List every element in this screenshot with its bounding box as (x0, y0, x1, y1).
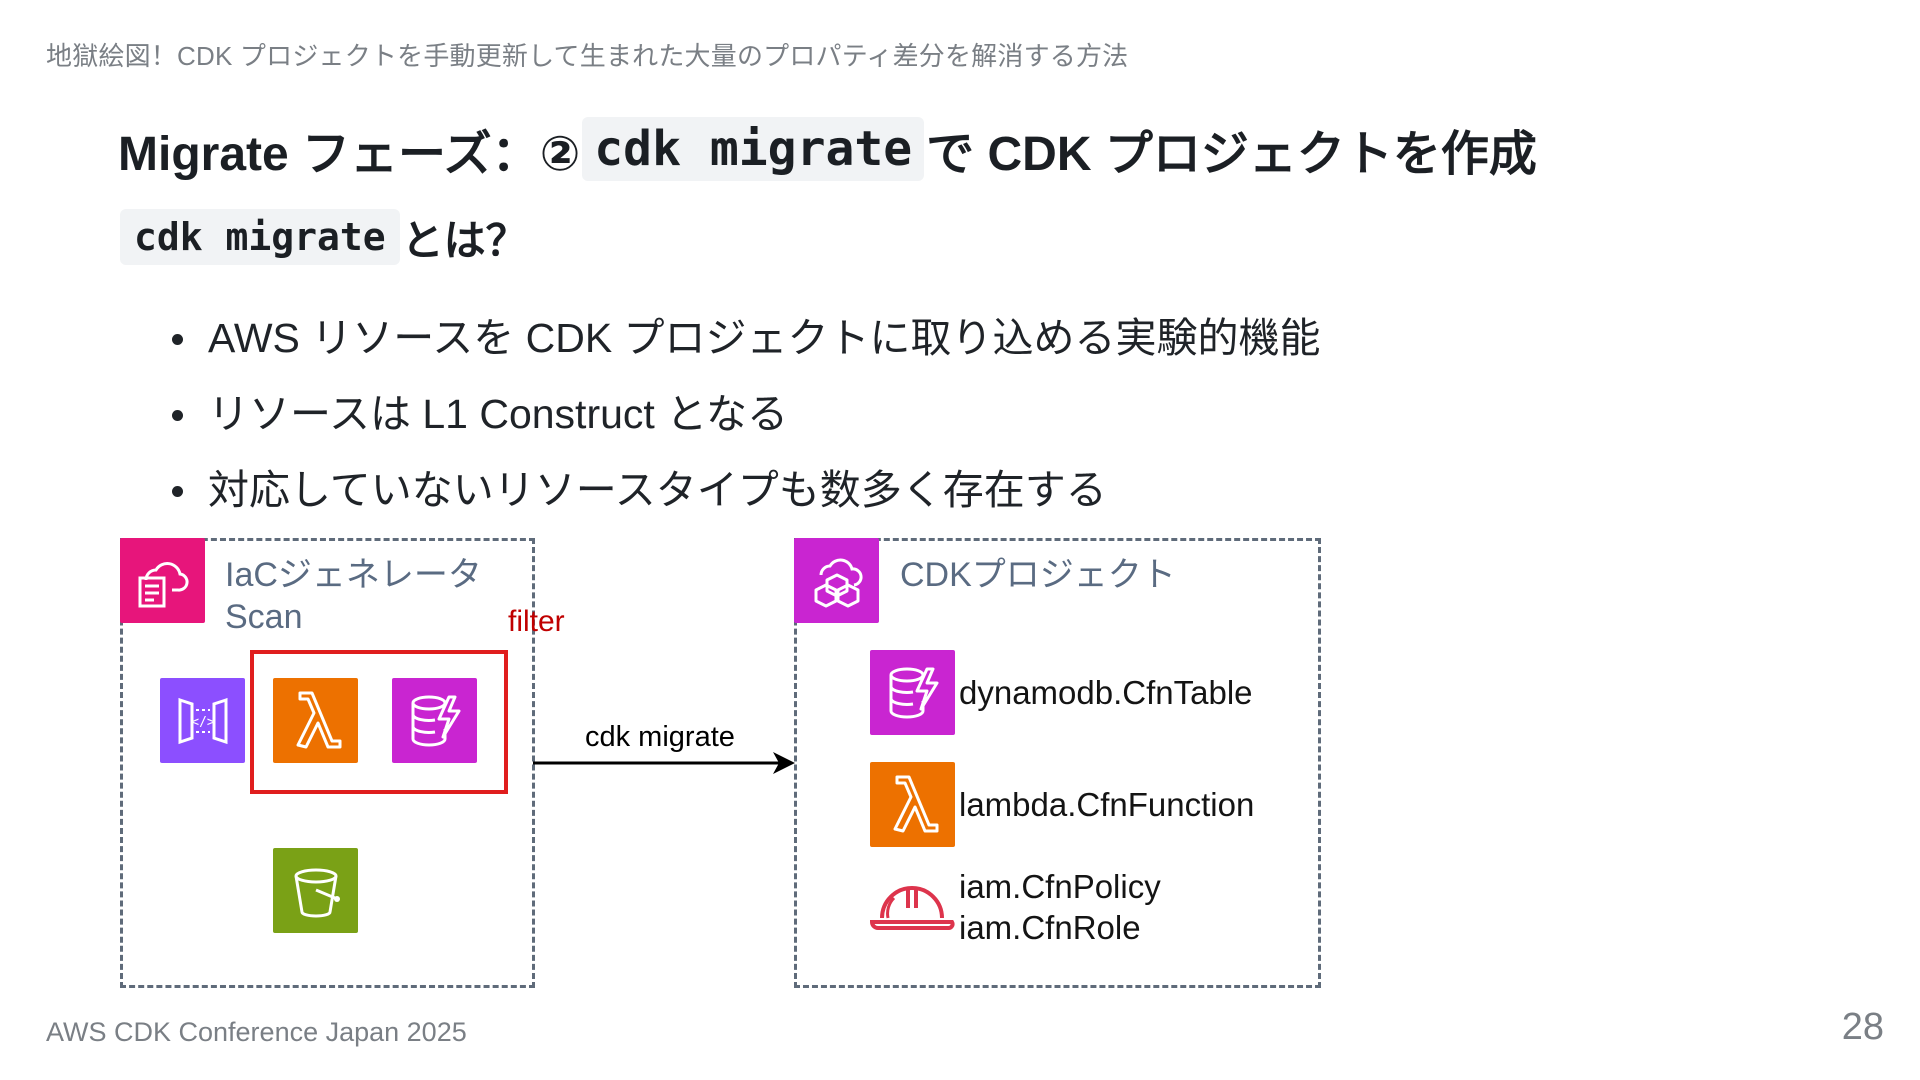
subtitle-code: cdk migrate (120, 209, 400, 265)
presentation-header: 地獄絵図！CDK プロジェクトを手動更新して生まれた大量のプロパティ差分を解消す… (46, 41, 1129, 71)
cdk-project-label: CDKプロジェクト (900, 556, 1176, 594)
slide-title: Migrate フェーズ：② cdk migrate で CDK プロジェクトを… (118, 112, 1537, 186)
iac-generator-label: IaCジェネレータ Scan (225, 556, 482, 636)
page-number: 28 (1841, 1006, 1884, 1048)
iam-policy-role-label: iam.CfnPolicy iam.CfnRole (959, 868, 1161, 946)
subtitle-suffix: とは？ (401, 216, 528, 264)
api-gateway-icon: </> (160, 678, 245, 763)
title-code: cdk migrate (582, 117, 925, 181)
cdk-project-box (794, 538, 1321, 988)
arrow-label: cdk migrate (585, 721, 735, 753)
bullet-item: AWS リソースを CDK プロジェクトに取り込める実験的機能 (168, 300, 1321, 376)
cfn-function-label: lambda.CfnFunction (959, 786, 1255, 823)
bullet-item: リソースは L1 Construct となる (168, 376, 1321, 452)
bullet-list: AWS リソースを CDK プロジェクトに取り込める実験的機能 リソースは L1… (168, 300, 1321, 528)
migrate-arrow (533, 752, 795, 774)
dynamodb-icon (870, 650, 955, 735)
cloudformation-icon (120, 538, 205, 623)
svg-text:</>: </> (191, 715, 215, 730)
dynamodb-icon (392, 678, 477, 763)
title-prefix: Migrate フェーズ：② (118, 128, 581, 181)
iam-helmet-icon (869, 886, 955, 930)
title-suffix: で CDK プロジェクトを作成 (926, 128, 1537, 181)
cfn-table-label: dynamodb.CfnTable (959, 674, 1253, 711)
filter-selection-box (250, 650, 508, 794)
cdk-construct-icon (794, 538, 879, 623)
lambda-icon (870, 762, 955, 847)
section-heading: cdk migrate とは？ (118, 204, 528, 270)
lambda-icon (273, 678, 358, 763)
filter-label: filter (508, 605, 565, 638)
s3-bucket-icon (273, 848, 358, 933)
footer-conference: AWS CDK Conference Japan 2025 (46, 1017, 467, 1047)
bullet-item: 対応していないリソースタイプも数多く存在する (168, 452, 1321, 528)
